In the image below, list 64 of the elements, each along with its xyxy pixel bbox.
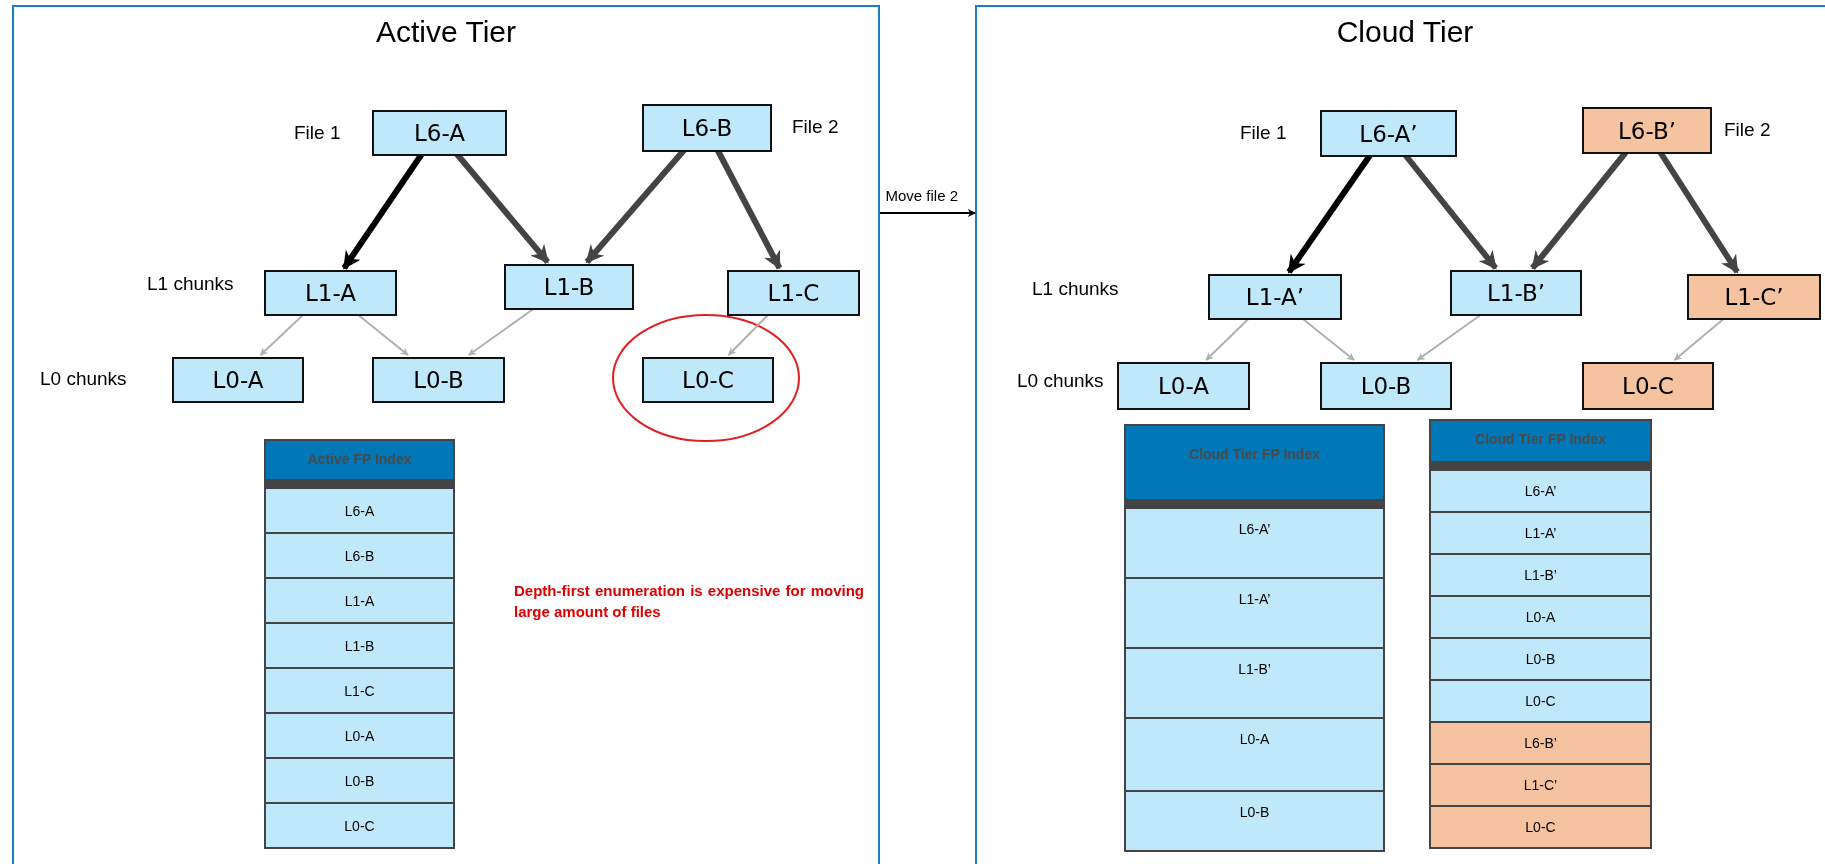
arrow [356, 313, 409, 356]
chunk-box: L0-C [642, 357, 774, 403]
arrow [259, 313, 306, 356]
index-entry: L1-A’ [1429, 511, 1652, 555]
index-entry: L0-B [264, 757, 455, 804]
index-entry: L6-A [264, 487, 455, 534]
chunk-box: L1-B’ [1450, 270, 1582, 316]
index-entry: L0-C [264, 802, 455, 849]
chunk-box: L1-A [264, 270, 397, 316]
row-label: L0 chunks [1017, 370, 1104, 392]
arrow [727, 313, 770, 356]
chunk-box: L1-B [504, 264, 634, 310]
index-entry: L0-C [1429, 805, 1652, 849]
chunk-box: L1-C’ [1687, 274, 1821, 320]
chunk-box: L6-B [642, 104, 772, 152]
table-header: Cloud Tier FP Index [1429, 419, 1652, 469]
index-entry: L1-A’ [1124, 577, 1385, 649]
index-entry: L6-B’ [1429, 721, 1652, 765]
arrow [1673, 317, 1726, 361]
file-caption: File 2 [1724, 119, 1771, 141]
index-entry: L0-A [264, 712, 455, 759]
table-header: Active FP Index [264, 439, 455, 487]
row-label: L1 chunks [147, 273, 234, 295]
file-caption: File 2 [792, 116, 839, 138]
tier-panel [12, 5, 880, 864]
index-entry: L1-B’ [1429, 553, 1652, 597]
arrow [1205, 317, 1251, 361]
chunk-box: L6-A [372, 110, 507, 156]
index-entry: L1-C’ [1429, 763, 1652, 807]
chunk-box: L1-A’ [1208, 274, 1342, 320]
chunk-box: L6-A’ [1320, 110, 1457, 157]
arrow [1300, 317, 1356, 361]
row-label: L0 chunks [40, 368, 127, 390]
file-caption: File 1 [294, 122, 341, 144]
chunk-box: L0-A [1117, 362, 1250, 410]
index-entry: L6-B [264, 532, 455, 579]
chunk-box: L0-B [372, 357, 505, 403]
file-caption: File 1 [1240, 122, 1287, 144]
index-entry: L0-A [1124, 717, 1385, 792]
chunk-box: L0-C [1582, 362, 1714, 410]
tier-panel [975, 5, 1825, 864]
panel-title: Active Tier [375, 15, 516, 49]
index-entry: L0-C [1429, 679, 1652, 723]
warning-note: Depth-first enumeration is expensive for moving large amount of files [514, 581, 864, 622]
chunk-box: L0-B [1320, 362, 1452, 410]
index-entry: L1-A [264, 577, 455, 624]
panel-title: Cloud Tier [1336, 15, 1474, 49]
index-entry: L0-A [1429, 595, 1652, 639]
index-entry: L0-B [1124, 790, 1385, 852]
table-header: Cloud Tier FP Index [1124, 424, 1385, 507]
index-entry: L6-A’ [1124, 507, 1385, 579]
index-entry: L1-C [264, 667, 455, 714]
chunk-box: L0-A [172, 357, 304, 403]
index-entry: L0-B [1429, 637, 1652, 681]
arrow [1416, 313, 1483, 361]
chunk-box: L1-C [727, 270, 860, 316]
edge-label: Move file 2 [885, 187, 959, 204]
index-entry: L1-B’ [1124, 647, 1385, 719]
arrow [467, 307, 536, 356]
chunk-box: L6-B’ [1582, 107, 1712, 154]
row-label: L1 chunks [1032, 278, 1119, 300]
arrow [879, 209, 976, 217]
index-entry: L1-B [264, 622, 455, 669]
index-entry: L6-A’ [1429, 469, 1652, 513]
